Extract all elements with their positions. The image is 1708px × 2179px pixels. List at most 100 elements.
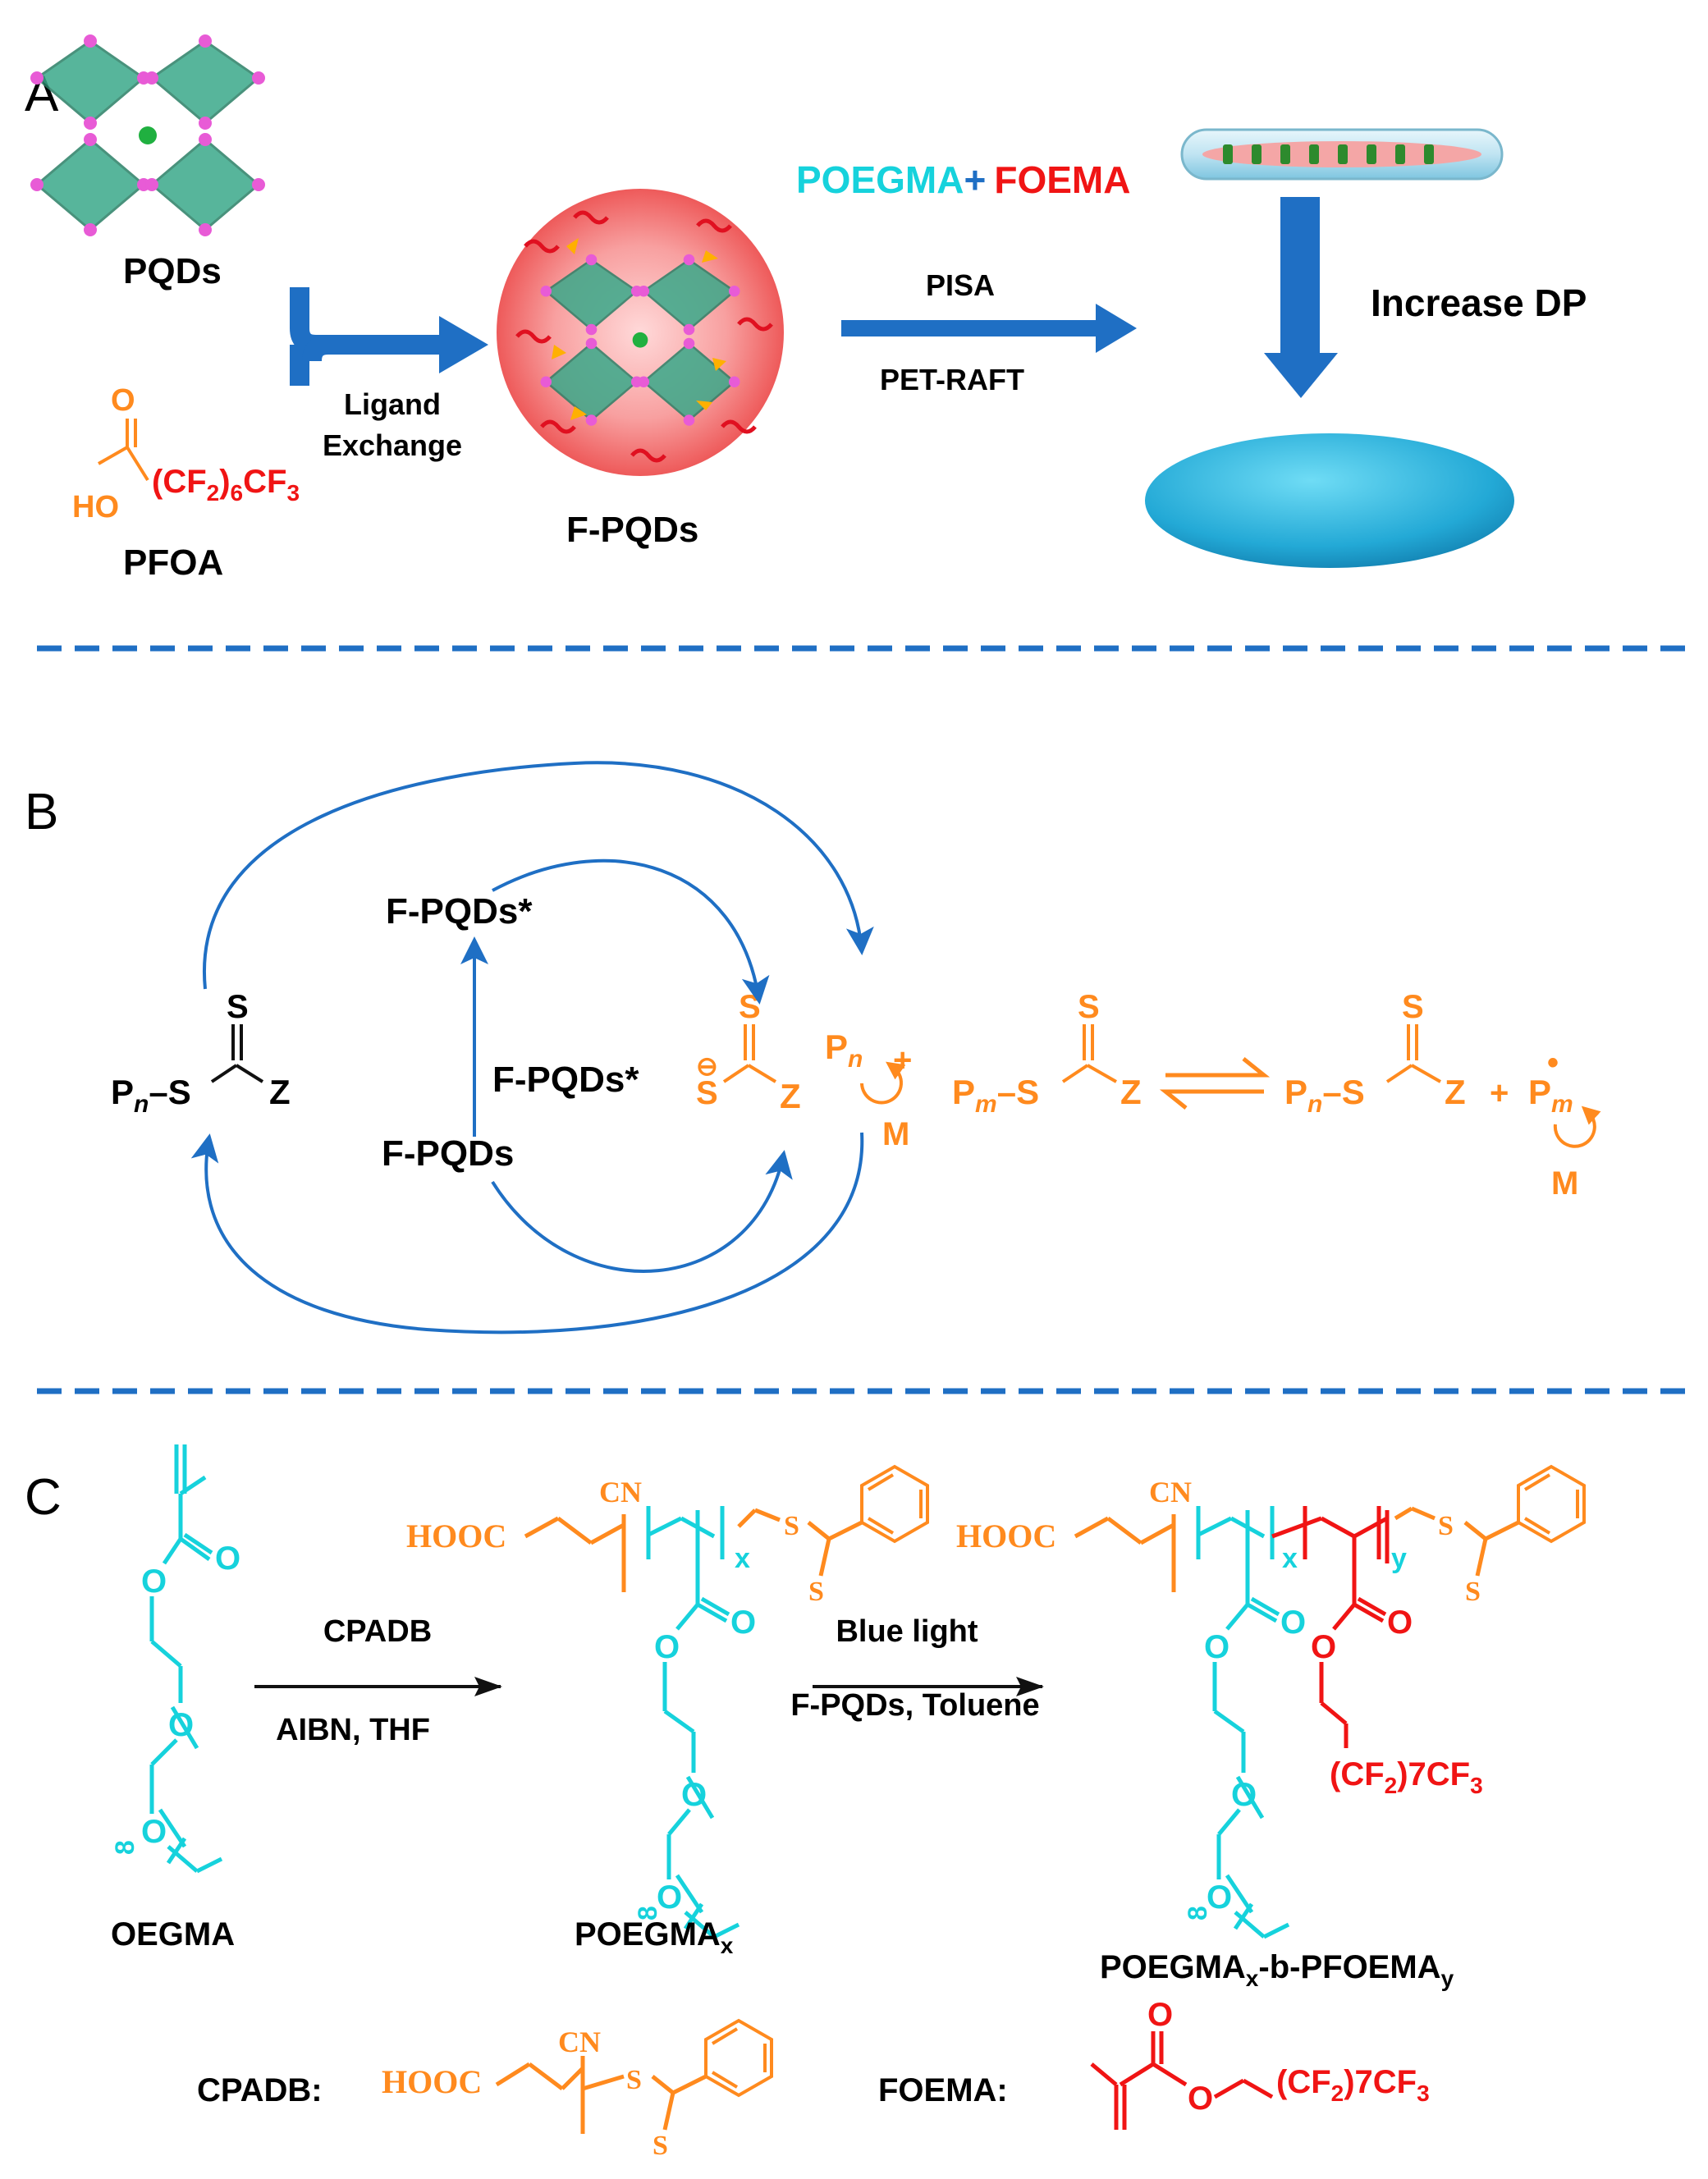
pm-raft-z: Z — [1120, 1073, 1142, 1111]
foema-o-ester: O — [1188, 2081, 1213, 2117]
oegma-o-ether-1: O — [168, 1707, 194, 1743]
poegma-s-thioether: S — [784, 1511, 799, 1541]
pm-propagation-loop — [1553, 1106, 1601, 1148]
anion-bonds — [722, 1024, 777, 1083]
poegma-o-ether-2: O — [657, 1879, 682, 1916]
fpqds-star-mid-label: F-PQDs* — [492, 1060, 639, 1100]
block-poegma-o-ester: O — [1204, 1629, 1229, 1665]
block-s-thioether: S — [1438, 1511, 1454, 1541]
fpqds-bottom-label: F-PQDs — [382, 1133, 514, 1174]
foema-legend-label: FOEMA: — [878, 2072, 1008, 2108]
equilibrium-arrows — [1159, 1057, 1271, 1110]
anion-minus: ⊖ — [696, 1051, 718, 1081]
poegma-s-thione: S — [808, 1577, 824, 1607]
increase-dp-label: Increase DP — [1371, 282, 1587, 324]
poegma-o-ether-1: O — [681, 1777, 707, 1813]
foema-o-carbonyl: O — [1147, 1997, 1173, 2033]
aibn-label: AIBN, THF — [276, 1713, 430, 1747]
ligand-exchange-arrow — [290, 287, 488, 386]
poegma-repeat-unit — [646, 1506, 740, 1939]
block-pfoema-o-ester: O — [1311, 1629, 1336, 1665]
pfoa-ho: HO — [72, 490, 119, 524]
cpadb-hooc: HOOC — [382, 2063, 482, 2100]
poegma-subscript-x: x — [735, 1543, 750, 1574]
oegma-o-carbonyl: O — [215, 1540, 240, 1577]
pfoa-o: O — [111, 383, 135, 418]
oegma-structure — [149, 1444, 223, 1874]
fpqds-toluene-label: F-PQDs, Toluene — [790, 1688, 1039, 1723]
anion-z: Z — [780, 1077, 801, 1115]
panel-b-letter: B — [25, 784, 58, 840]
block-benzene-ring — [1517, 1464, 1586, 1544]
block-subscript-x: x — [1282, 1543, 1298, 1574]
raft-agent-s: S — [227, 989, 249, 1025]
petraft-label: PET-RAFT — [880, 363, 1024, 396]
cpadb-cn: CN — [558, 2026, 601, 2058]
block-s-thione: S — [1465, 1577, 1481, 1607]
poegma-backbone — [524, 1508, 863, 1592]
pn-raft: Pn–S — [1284, 1073, 1365, 1118]
oegma-o-ether-2: O — [141, 1814, 167, 1850]
poegma-hooc: HOOC — [406, 1518, 506, 1554]
foema-structure — [1090, 2031, 1274, 2130]
oegma-label: OEGMA — [111, 1916, 235, 1952]
block-poegma-o-ether-1: O — [1231, 1777, 1257, 1813]
poegma-cn: CN — [599, 1476, 642, 1508]
raft-agent-pn: Pn–S — [111, 1073, 191, 1118]
raft-agent-z: Z — [269, 1073, 291, 1111]
pm-radical-dot: • — [1547, 1045, 1559, 1081]
panel-c-letter: C — [25, 1469, 62, 1526]
poegma-o-carbonyl: O — [730, 1604, 756, 1641]
fpqds-star-top-label: F-PQDs* — [386, 891, 533, 932]
exchange-label: Exchange — [323, 428, 462, 462]
cpadb-s-thioether: S — [626, 2065, 642, 2095]
pisa-label: PISA — [926, 268, 995, 302]
pfoa-chain: (CF2)6CF3 — [152, 464, 300, 506]
pn-raft-s-top: S — [1402, 989, 1424, 1025]
increase-dp-arrow-head — [1264, 353, 1338, 398]
pn-raft-z: Z — [1445, 1073, 1466, 1111]
fpqd-particle-icon — [497, 189, 784, 476]
pqds-label: PQDs — [123, 251, 222, 291]
pm-raft-bonds — [1061, 1024, 1117, 1083]
plus-1: + — [893, 1042, 912, 1078]
block-hooc: HOOC — [956, 1518, 1056, 1554]
oegma-o-ester: O — [141, 1563, 167, 1600]
pisa-arrow-head — [1096, 304, 1137, 353]
cpadb-reagent-label: CPADB — [323, 1614, 432, 1649]
block-subscript-y: y — [1391, 1543, 1407, 1574]
poegma-benzene-ring — [860, 1464, 929, 1544]
block-poegma-o-ether-2: O — [1207, 1879, 1232, 1916]
monomer-label: POEGMA+FOEMA — [796, 158, 1130, 201]
block-backbone — [1074, 1506, 1520, 1592]
pfoa-structure — [98, 419, 149, 482]
block-poegma-unit — [1196, 1506, 1290, 1939]
increase-dp-arrow — [1280, 197, 1320, 361]
worm-tube-icon — [1180, 128, 1504, 181]
monomer-m-2: M — [1551, 1165, 1578, 1202]
poegma-o-ester: O — [654, 1629, 680, 1665]
ellipsoid-micelle-icon — [1145, 433, 1514, 568]
plus-2: + — [1490, 1075, 1509, 1111]
block-copolymer-label: POEGMAx-b-PFOEMAy — [1100, 1949, 1454, 1991]
pfoa-label: PFOA — [123, 542, 223, 583]
cpadb-legend-label: CPADB: — [197, 2072, 323, 2108]
poegma-x-label: POEGMAx — [575, 1916, 734, 1958]
block-poegma-repeat-8: 8 — [1183, 1906, 1212, 1920]
pm-raft: Pm–S — [952, 1073, 1039, 1118]
block-pfoema-unit — [1271, 1506, 1390, 1748]
poegma-repeat-8: 8 — [633, 1906, 662, 1920]
pn-radical: Pn — [825, 1028, 863, 1073]
cpadb-s-thione: S — [653, 2131, 668, 2161]
block-cn: CN — [1149, 1476, 1192, 1508]
oegma-repeat-8: 8 — [110, 1840, 140, 1855]
anion-s-left: S — [696, 1075, 718, 1111]
foema-cf-chain: (CF2)7CF3 — [1276, 2064, 1430, 2106]
ligand-label: Ligand — [344, 387, 441, 421]
pm-radical: Pm — [1528, 1073, 1573, 1118]
block-pfoema-o-carbonyl: O — [1387, 1604, 1413, 1641]
pqd-crystal-icon — [30, 34, 265, 236]
block-poegma-o-carbonyl: O — [1280, 1604, 1306, 1641]
fpqds-label: F-PQDs — [566, 510, 698, 550]
